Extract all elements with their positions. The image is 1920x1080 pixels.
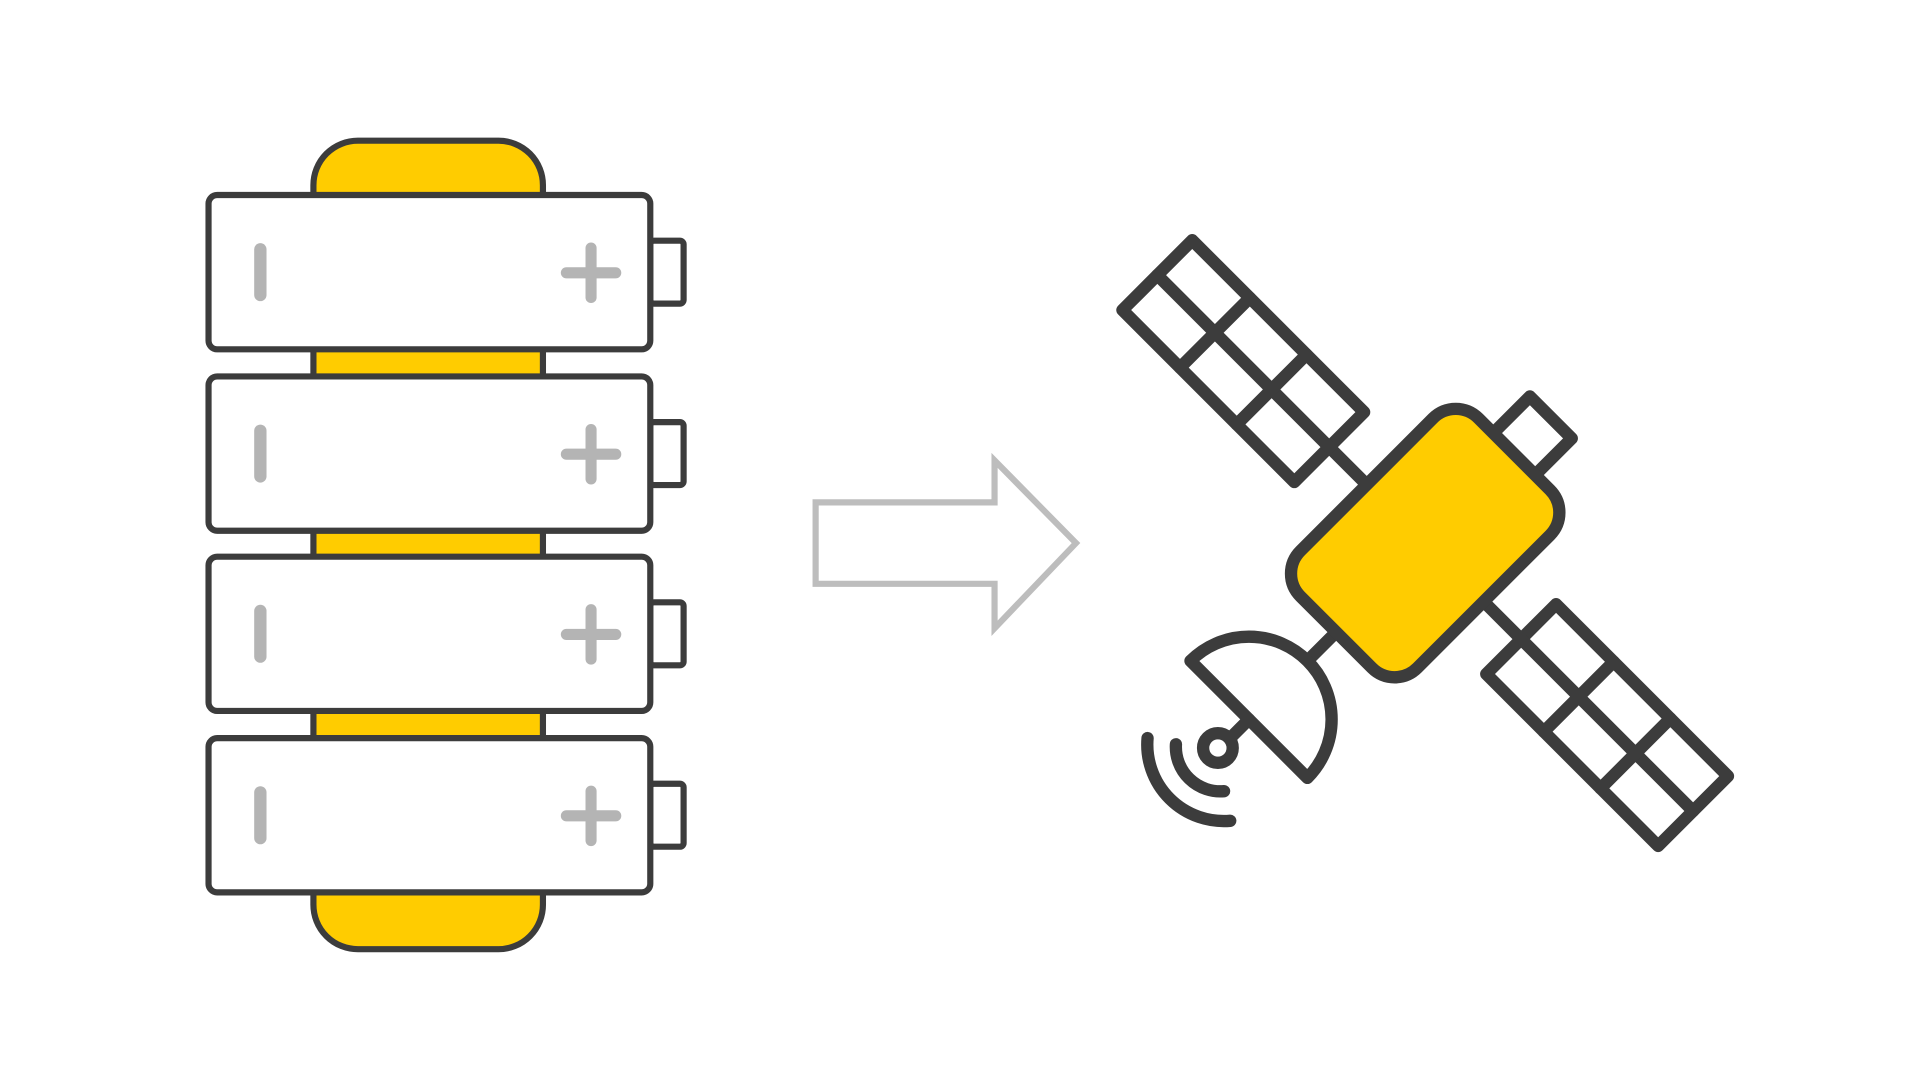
plus-icon (560, 242, 622, 304)
battery-icon (205, 553, 687, 715)
battery-icon (205, 191, 687, 353)
arrow-right-icon (812, 452, 1081, 636)
satellite-icon (1116, 234, 1735, 853)
battery-terminal (647, 419, 687, 489)
plus-icon (560, 785, 622, 847)
battery-body (205, 735, 654, 896)
solar-panel-right (1480, 598, 1735, 853)
panel-rod-right (1477, 595, 1528, 646)
signal-wave-inner (1169, 738, 1231, 798)
panel-rod-left (1323, 440, 1373, 491)
battery-terminal (647, 780, 687, 850)
battery-icon (205, 735, 687, 896)
signal-wave-outer (1141, 731, 1237, 828)
feed-icon (1196, 726, 1239, 769)
solar-panel-left (1116, 234, 1371, 489)
plus-icon (560, 604, 622, 665)
satellite-body (1284, 402, 1566, 684)
battery-terminal (647, 599, 687, 669)
plus-icon (560, 423, 622, 485)
battery-terminal (647, 237, 687, 307)
battery-body (205, 373, 654, 534)
battery-body (205, 191, 654, 353)
dish (1184, 630, 1338, 785)
battery-icon (205, 373, 687, 534)
battery-body (205, 553, 654, 715)
battery-stack-icon (205, 137, 687, 953)
